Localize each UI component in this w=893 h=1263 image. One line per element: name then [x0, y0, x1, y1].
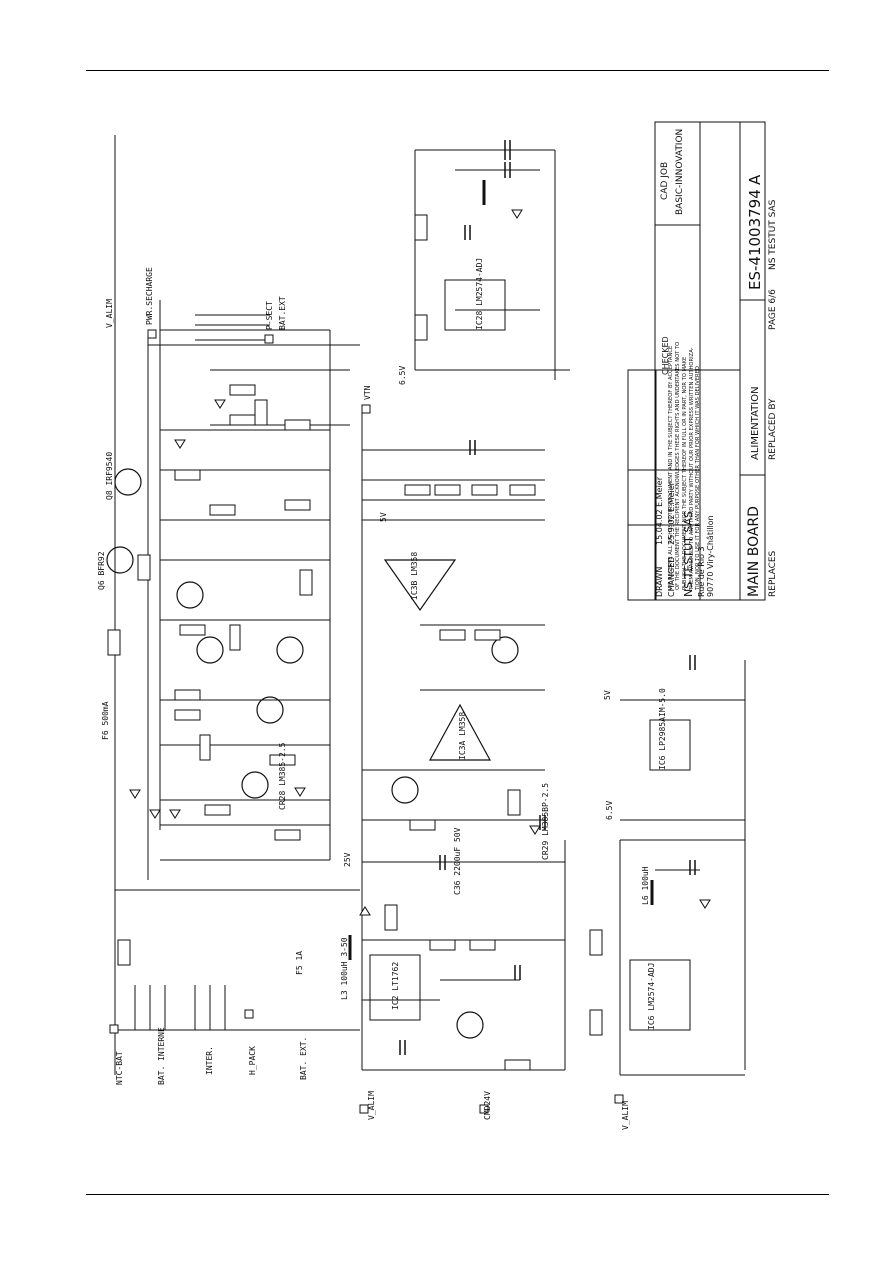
header-rule: [86, 70, 829, 71]
label-bat-interne: BAT. INTERNE: [157, 1027, 166, 1085]
tb-function: ALIMENTATION: [750, 386, 761, 460]
label-ldo: IC6 LP2985AIM-5.0: [658, 688, 667, 770]
schematic-labels: V_ALIM CMD24V NTC-BAT BAT. INTERNE INTER…: [97, 258, 667, 1130]
label-f5: F5 1A: [295, 951, 304, 975]
label-ic6: IC6 LM2574-ADJ: [647, 963, 656, 1030]
label-ic3b: IC3B LM358: [410, 552, 419, 600]
label-ic3a: IC3A LM358: [458, 712, 467, 760]
label-25v: 25V: [343, 852, 352, 867]
label-6-5v-b: 6.5V: [605, 801, 614, 820]
label-q6: Q6 BFR92: [97, 551, 106, 590]
label-v-alim: V_ALIM: [367, 1091, 376, 1120]
tb-replaced-by: REPLACED BY: [768, 398, 778, 460]
label-l6: L6 100uH: [641, 866, 650, 905]
label-bat-ext-right: BAT.EXT: [278, 296, 287, 330]
label-ntc-bat: NTC-BAT: [115, 1051, 124, 1085]
tb-page: PAGE 6/6: [768, 289, 778, 330]
title-block-text: CAD JOB BASIC-INNOVATION CHECKED WE RESE…: [655, 129, 778, 597]
label-5v-b: 5V: [603, 690, 612, 700]
tb-notice-1: WE RESERVE ALL RIGHTS IN THIS DOCUMENT A…: [668, 346, 674, 590]
tb-cad: CAD JOB: [660, 162, 670, 200]
label-ic28: IC28 LM2574-ADJ: [475, 258, 484, 330]
tb-revision: A: [746, 174, 764, 185]
tb-checked: CHECKED: [661, 336, 670, 375]
tb-notice-3: PUBLISH THE DOCUMENT NOR THE SUBJECT THE…: [682, 357, 688, 590]
tb-drawn-value: 15.04.02 E.Meier: [655, 476, 664, 545]
resistor-symbols: [107, 214, 603, 1071]
schematic-wires: [114, 135, 746, 1076]
capacitor-symbols: [399, 140, 696, 1055]
transistor-symbols: [106, 468, 519, 1039]
tb-notice-4: THEM AVAILABLE TO ANY THIRD PARTY WITHOU…: [689, 347, 695, 591]
label-inter: INTER.: [205, 1046, 214, 1075]
diode-symbols: [129, 209, 711, 916]
label-5v: 5V: [379, 512, 388, 522]
label-q8: Q8 IRF9540: [105, 452, 114, 500]
label-v-alim-right: V_ALIM: [105, 299, 114, 328]
label-vtn: VTN: [363, 385, 372, 400]
label-p-sect: P-SECT: [265, 301, 274, 330]
terminal-symbols: [109, 329, 624, 1114]
label-f6: F6 500mA: [101, 701, 110, 740]
label-ic2: IC2 LT1762: [391, 962, 400, 1010]
footer-rule: [86, 1194, 829, 1195]
tb-address-2: 90770 Viry-Châtillon: [706, 515, 715, 597]
label-bat-ext: BAT. EXT.: [299, 1037, 308, 1080]
tb-company-tag: BASIC-INNOVATION: [675, 129, 685, 215]
tb-company: NS TESTUT SAS: [682, 511, 695, 597]
label-pwr-secharge: PWR.SECHARGE: [145, 267, 154, 325]
tb-company-2: NS TESTUT SAS: [768, 199, 778, 270]
label-h-pack: H_PACK: [248, 1046, 257, 1075]
opamp-symbols: [383, 559, 492, 761]
tb-drawn-label: DRAWN: [655, 567, 664, 597]
label-cmd-24v: CMD24V: [483, 1091, 492, 1120]
label-cr29: CR29 LM385BP-2.5: [541, 783, 550, 860]
tb-changed-label: CHANGED: [667, 557, 676, 597]
tb-changed-value: 25.9.02 E.Meier: [667, 481, 676, 545]
label-v-alim-bottom: V_ALIM: [621, 1101, 630, 1130]
tb-notice-2: OF THE DOCUMENT THE RECIPIENT ACKNOWLEDG…: [675, 342, 681, 590]
tb-board: MAIN BOARD: [746, 506, 762, 597]
label-6-5v: 6.5V: [398, 366, 407, 385]
tb-replaces: REPLACES: [768, 550, 778, 597]
title-block: [627, 121, 766, 601]
label-l3: L3 100uH 3-50: [340, 937, 349, 1000]
label-c36: C36 2200uF 50V: [453, 827, 462, 895]
inductor-symbols: [348, 180, 654, 960]
tb-doc-number: ES-41003794: [746, 189, 764, 290]
tb-notice-5: TION, NOR TO USE IT FOR ANY PURPOSE OTHE…: [695, 366, 701, 591]
tb-address-1: Rue de Rio 3: [697, 546, 706, 597]
label-cr28: CR28 LM385-2.5: [278, 742, 287, 810]
